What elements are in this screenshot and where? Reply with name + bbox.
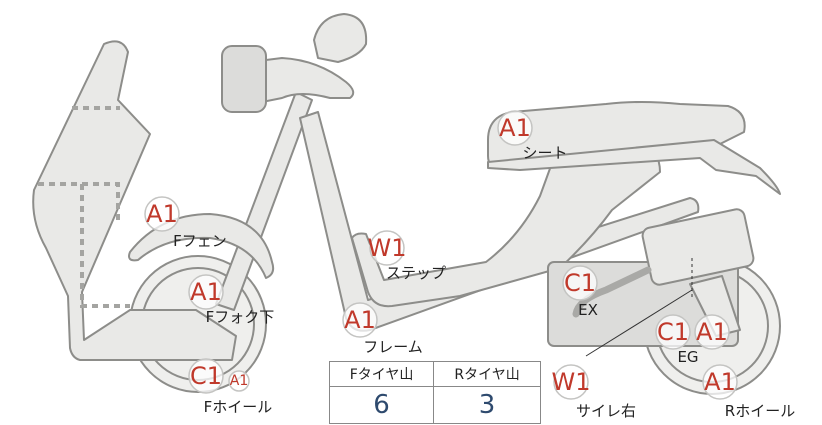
- badge-circle: [188, 358, 224, 394]
- badge-circle: [342, 302, 378, 338]
- badge-code: A1: [499, 114, 531, 142]
- front-fork-drawing: [215, 91, 313, 311]
- badge-code: C1: [657, 318, 689, 346]
- step-damage-badge: W1: [368, 230, 407, 266]
- frame-damage-badge: A1: [342, 302, 378, 338]
- handlebar-drawing: [221, 13, 368, 113]
- badge-circle: [702, 364, 738, 400]
- f-wheel-damage-badge: A1: [228, 370, 250, 392]
- badge-circle: [655, 314, 691, 350]
- badge-circle: [553, 364, 589, 400]
- badge-circle: [144, 196, 180, 232]
- badge-code: A1: [696, 318, 728, 346]
- tire-tread-table: Fタイヤ山 Rタイヤ山 6 3: [328, 361, 541, 424]
- rear-tread-value: 3: [433, 386, 541, 424]
- engine-damage-badge: A1: [694, 314, 730, 350]
- f-wheel-damage-badge: C1: [188, 358, 224, 394]
- muffler-right-label: サイレ右: [576, 402, 636, 420]
- muffler-right-damage-badge: W1: [552, 364, 591, 400]
- front-tread-value: 6: [328, 386, 435, 424]
- f-fork-lower-damage-badge: A1: [188, 274, 224, 310]
- exhaust-drawing: [572, 266, 652, 318]
- seat-drawing: [487, 101, 781, 195]
- badge-code: C1: [190, 362, 222, 390]
- frame-label: フレーム: [363, 338, 423, 356]
- f-fender-label: Fフェン: [173, 232, 227, 250]
- badge-circle: [497, 110, 533, 146]
- badge-circle: [228, 370, 250, 392]
- badge-circle: [694, 314, 730, 350]
- badge-code: A1: [146, 200, 178, 228]
- r-wheel-damage-badge: A1: [702, 364, 738, 400]
- f-fork-lower-label: Fフォク下: [206, 308, 275, 326]
- seat-label: シート: [522, 144, 567, 162]
- badge-circle: [369, 230, 405, 266]
- seat-damage-badge: A1: [497, 110, 533, 146]
- f-wheel-label: Fホイール: [204, 398, 273, 416]
- r-wheel-label: Rホイール: [725, 402, 795, 420]
- muffler-leader-line: [585, 289, 693, 357]
- leg-shield-drawing: [32, 40, 237, 361]
- badge-circle: [188, 274, 224, 310]
- rear-tread-header: Rタイヤ山: [433, 361, 541, 387]
- badge-code: A1: [230, 373, 248, 389]
- engine-label: EG: [677, 348, 698, 366]
- badge-code: A1: [344, 306, 376, 334]
- f-fender-damage-badge: A1: [144, 196, 180, 232]
- badge-code: A1: [190, 278, 222, 306]
- badge-circle: [562, 265, 598, 301]
- badge-code: A1: [704, 368, 736, 396]
- badge-code: C1: [564, 269, 596, 297]
- badge-code: W1: [552, 368, 591, 396]
- badge-code: W1: [368, 234, 407, 262]
- exhaust-label: EX: [578, 301, 598, 319]
- exhaust-damage-badge: C1: [562, 265, 598, 301]
- engine-damage-badge: C1: [655, 314, 691, 350]
- step-label: ステップ: [386, 264, 446, 282]
- front-tread-header: Fタイヤ山: [328, 361, 435, 387]
